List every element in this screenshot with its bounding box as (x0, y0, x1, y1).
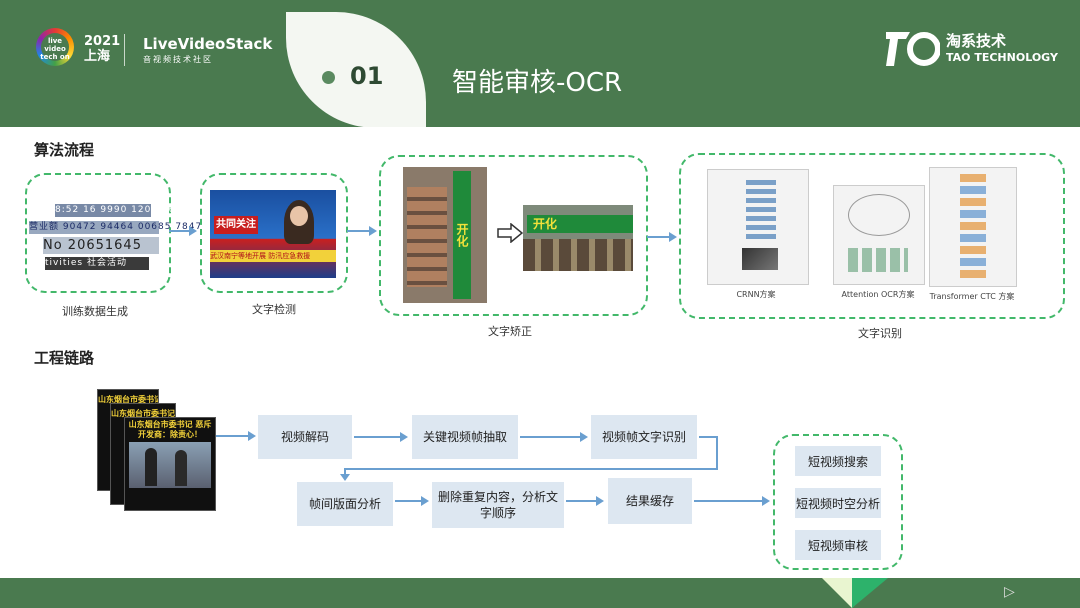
connector-arrowhead (340, 474, 350, 481)
arrow (395, 496, 429, 506)
connector (716, 436, 718, 470)
building-photo: 开化 (403, 167, 487, 303)
output-video-audit: 短视频审核 (795, 530, 881, 560)
crnn-diagram (707, 169, 809, 285)
sample-strip: No 20651645 (43, 237, 159, 254)
connector (699, 436, 717, 438)
attention-ocr-caption: Attention OCR方案 (841, 290, 915, 299)
news-frame-image: 共同关注 武汉南宁等地开展 防汛应急救援 (210, 190, 336, 278)
page-title: 智能审核-OCR (452, 68, 623, 98)
step-frame-ocr: 视频帧文字识别 (591, 415, 697, 459)
algorithm-heading: 算法流程 (34, 141, 95, 159)
step-result-cache: 结果缓存 (608, 478, 692, 524)
attention-graph (848, 194, 910, 236)
news-banner: 共同关注 (214, 216, 258, 234)
tao-logo-icon (886, 32, 940, 66)
footer-decoration (852, 578, 888, 608)
mouse-pointer-icon: ▷ (1004, 584, 1015, 600)
event-logo: live video tech on (36, 28, 74, 66)
transformer-stack (960, 174, 986, 278)
crnn-layers (746, 180, 776, 240)
rectified-sign-photo: 开化 (523, 205, 633, 271)
event-city: 上海 (84, 49, 111, 64)
brand-subtitle: 音视频技术社区 (143, 55, 213, 64)
company-name-en: TAO TECHNOLOGY (946, 51, 1058, 64)
text-rectification-caption: 文字矫正 (488, 325, 532, 338)
text-detection-box: 共同关注 武汉南宁等地开展 防汛应急救援 (200, 173, 348, 293)
step-video-decode: 视频解码 (258, 415, 352, 459)
sample-strip: 营业额 90472 94464 00685 78474 (29, 221, 209, 234)
arrow (520, 432, 588, 442)
content-panel: 算法流程 8:52 16 9990 1200 6650 营业额 90472 94… (0, 127, 1080, 578)
attention-blocks (848, 248, 908, 272)
arrow (169, 226, 197, 236)
video-frame-title: 山东烟台市委书记 (98, 395, 158, 404)
pipeline-heading: 工程链路 (34, 349, 95, 367)
news-ticker: 武汉南宁等地开展 防汛应急救援 (210, 250, 336, 262)
text-detection-caption: 文字检测 (252, 303, 296, 316)
arrow (354, 432, 408, 442)
training-data-caption: 训练数据生成 (62, 305, 128, 318)
company-name-cn: 淘系技术 (946, 32, 1007, 50)
logo-divider (124, 34, 125, 66)
event-year-block: 2021 上海 (84, 34, 120, 64)
transformer-ctc-caption: Transformer CTC 方案 (929, 292, 1015, 301)
crnn-caption: CRNN方案 (736, 290, 776, 299)
transformer-ctc-diagram (929, 167, 1017, 287)
video-frame-title: 山东烟台市委书记 (111, 409, 175, 418)
video-frame-person (145, 448, 157, 486)
arrow (216, 431, 256, 441)
training-data-box: 8:52 16 9990 1200 6650 营业额 90472 94464 0… (25, 173, 209, 293)
video-frame-person (175, 450, 187, 486)
applications-box: 短视频搜索 短视频时空分析 短视频审核 (773, 434, 903, 570)
video-frame-front: 山东烟台市委书记 恶斥开发商：除责心！ (124, 417, 216, 511)
video-frame-scene (129, 442, 211, 488)
arrow (647, 232, 677, 242)
storefront (523, 239, 633, 271)
horizontal-sign: 开化 (527, 215, 633, 233)
step-dedup-order: 删除重复内容，分析文字顺序 (432, 482, 564, 528)
text-recognition-box: CRNN方案 Attention OCR方案 Transformer CTC 方… (679, 153, 1065, 319)
news-background (210, 190, 336, 278)
event-year: 2021 (84, 34, 121, 49)
connector (344, 468, 346, 476)
arrow (566, 496, 604, 506)
section-dot (322, 71, 335, 84)
step-layout-analysis: 帧间版面分析 (297, 482, 393, 526)
event-logo-text: live video tech on (40, 37, 70, 61)
text-rectification-box: 开化 开化 (379, 155, 648, 316)
brand-name: LiveVideoStack (143, 35, 273, 53)
output-video-search: 短视频搜索 (795, 446, 881, 476)
crnn-conv (742, 248, 778, 270)
text-recognition-caption: 文字识别 (858, 327, 902, 340)
attention-ocr-diagram (833, 185, 925, 285)
arrow (694, 496, 770, 506)
building-facade (407, 187, 447, 287)
transform-arrow-icon (497, 223, 523, 243)
sample-strip: tivities 社会活动 (45, 257, 149, 270)
output-spatiotemporal-analysis: 短视频时空分析 (795, 488, 881, 518)
header: live video tech on 2021 上海 LiveVideoStac… (0, 0, 1080, 128)
video-frame-title: 山东烟台市委书记 恶斥开发商：除责心！ (128, 420, 212, 439)
vertical-sign: 开化 (453, 171, 471, 299)
connector (344, 468, 718, 470)
sample-strip: 8:52 16 9990 1200 6650 (55, 204, 189, 217)
arrow (347, 226, 377, 236)
anchor-face (290, 206, 308, 226)
section-number: 01 (350, 62, 384, 90)
step-keyframe-extract: 关键视频帧抽取 (412, 415, 518, 459)
